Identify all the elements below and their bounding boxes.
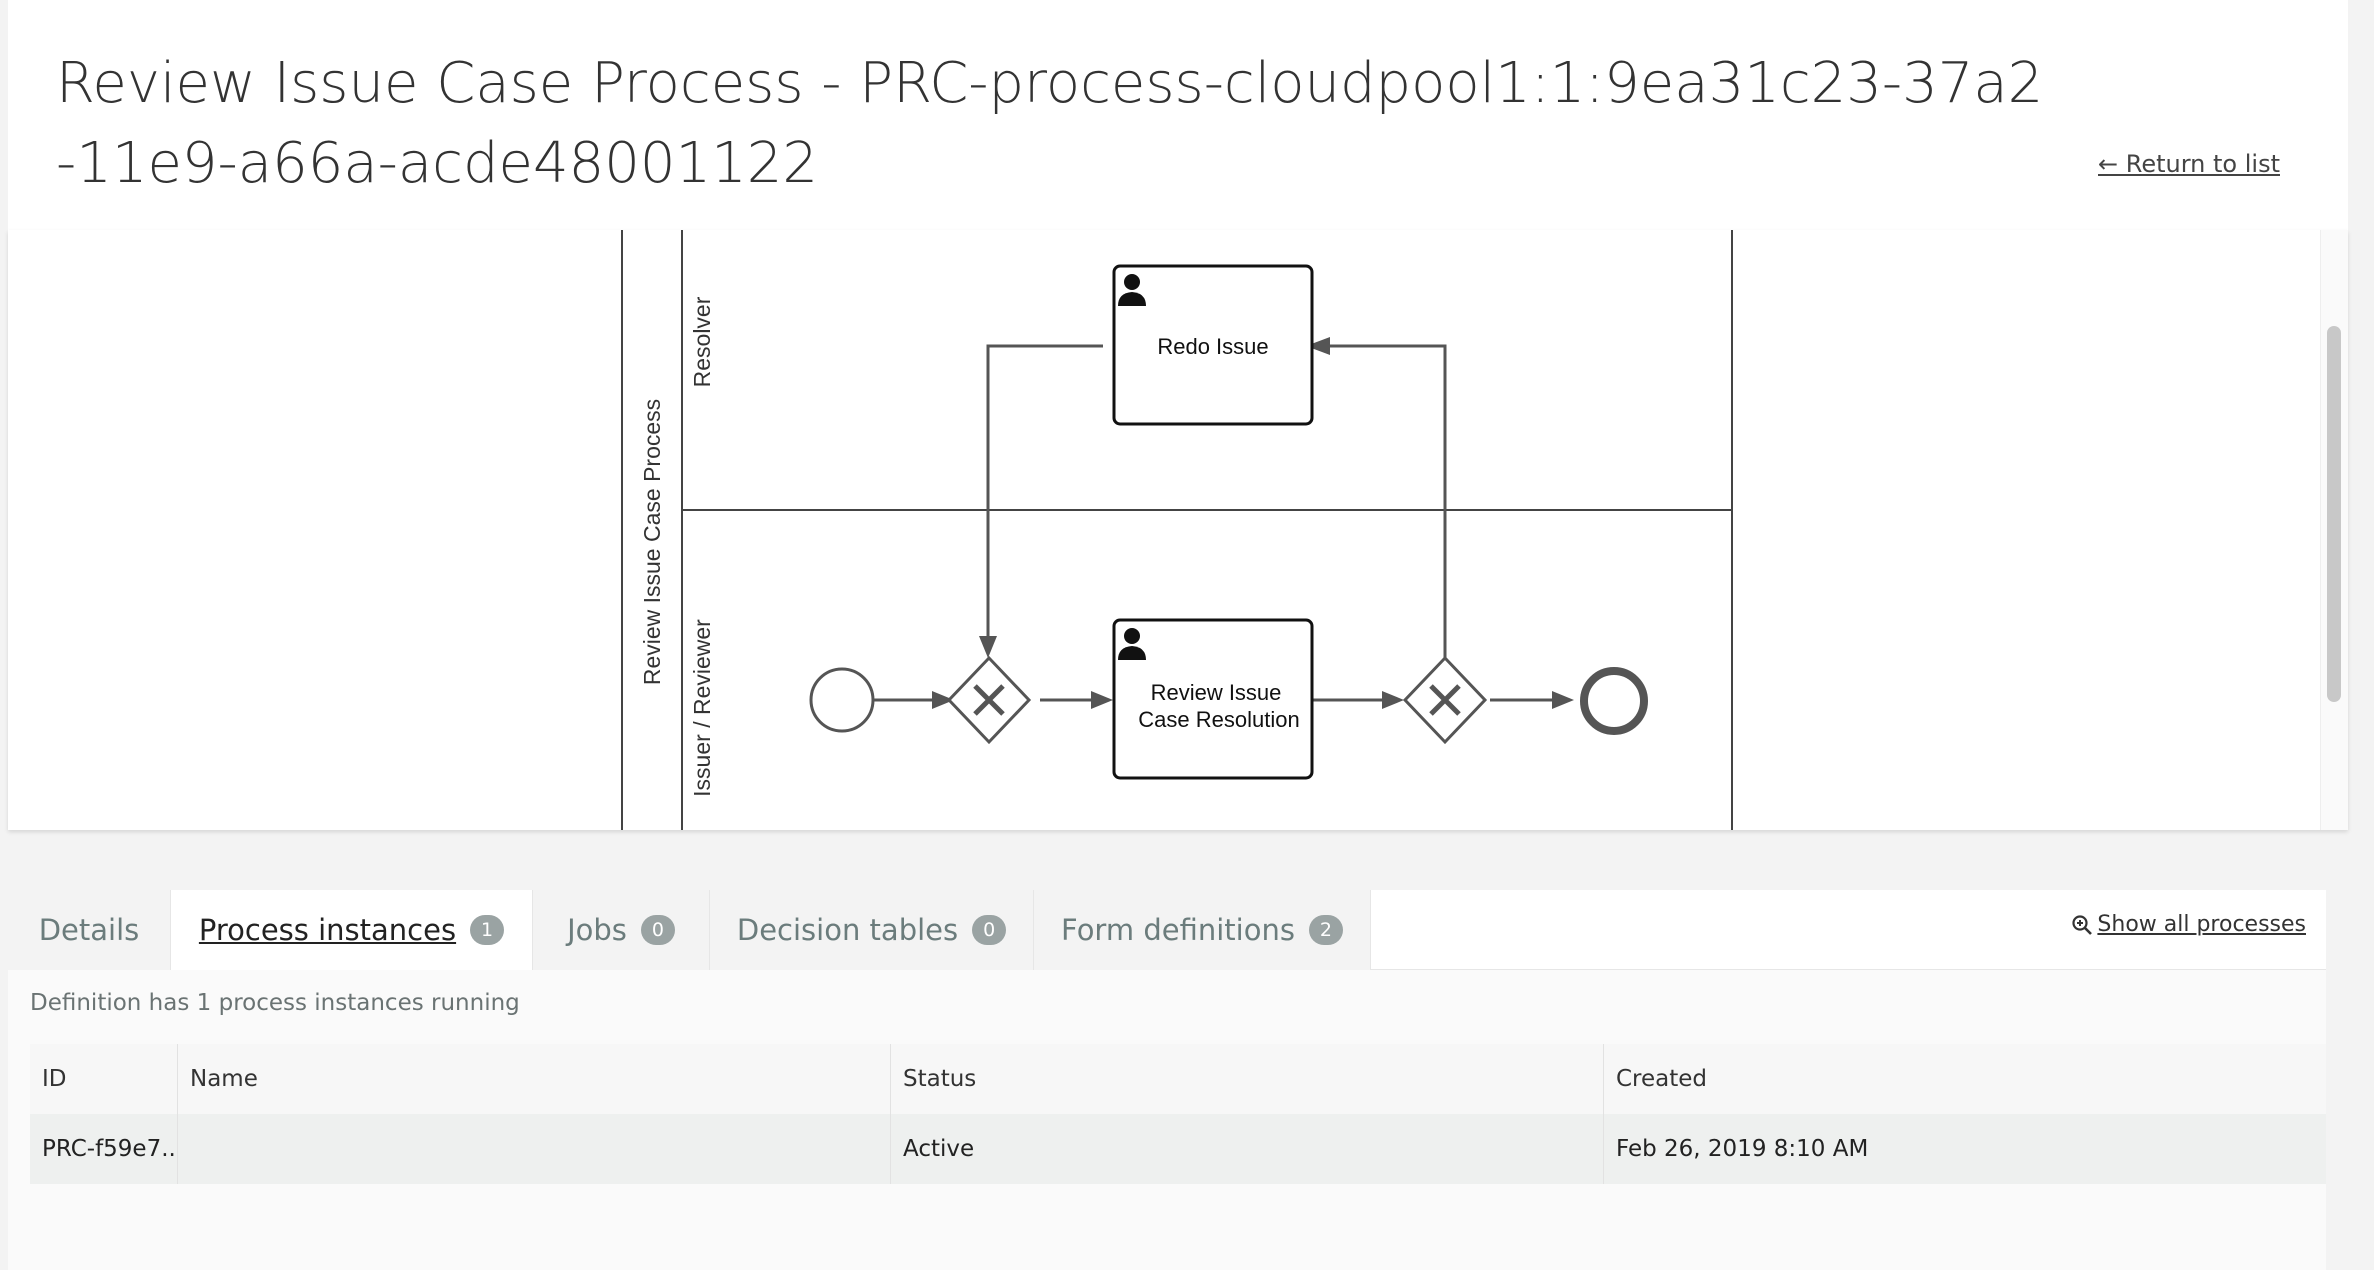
instances-summary: Definition has 1 process instances runni… bbox=[30, 990, 520, 1016]
pool-label: Review Issue Case Process bbox=[639, 399, 665, 685]
page-title: Review Issue Case Process - PRC-process-… bbox=[56, 51, 2044, 196]
header: Review Issue Case Process - PRC-process-… bbox=[8, 0, 2348, 230]
process-diagram: Review Issue Case Process Resolver Issue… bbox=[8, 230, 2348, 830]
tab-form-definitions[interactable]: Form definitions 2 bbox=[1034, 890, 1371, 970]
zoom-search-icon bbox=[2072, 914, 2093, 935]
task-label: Redo Issue bbox=[1157, 334, 1268, 359]
task-review-issue-case-resolution[interactable]: Review Issue Case Resolution bbox=[1112, 618, 1314, 780]
show-all-processes-link[interactable]: Show all processes bbox=[2071, 912, 2306, 937]
count-badge: 2 bbox=[1308, 915, 1343, 945]
tab-process-instances[interactable]: Process instances 1 bbox=[171, 890, 533, 970]
column-header-created[interactable]: Created bbox=[1616, 1066, 1708, 1092]
tabs-panel: Details Process instances 1 Jobs 0 Decis… bbox=[8, 890, 2326, 1270]
task-label-line1: Review Issue bbox=[1151, 680, 1282, 705]
tab-details[interactable]: Details bbox=[8, 890, 171, 970]
tab-label: Form definitions bbox=[1061, 913, 1295, 947]
tab-bar: Details Process instances 1 Jobs 0 Decis… bbox=[8, 890, 2326, 970]
tab-decision-tables[interactable]: Decision tables 0 bbox=[710, 890, 1034, 970]
tab-label: Process instances bbox=[198, 913, 457, 947]
column-header-name[interactable]: Name bbox=[178, 1044, 891, 1114]
tab-label: Details bbox=[38, 913, 140, 947]
count-badge: 1 bbox=[470, 915, 505, 945]
sequence-flows bbox=[874, 344, 1558, 702]
exclusive-gateway-2[interactable] bbox=[1402, 655, 1488, 745]
end-event[interactable] bbox=[1580, 667, 1648, 735]
return-to-list-link[interactable]: ← Return to list bbox=[2098, 150, 2280, 178]
tab-label: Decision tables bbox=[736, 913, 959, 947]
table-row[interactable]: PRC-f59e7... Active Feb 26, 2019 8:10 AM bbox=[30, 1114, 2326, 1184]
flow-arrowheads bbox=[932, 337, 1574, 709]
cell-status: Active bbox=[891, 1114, 1604, 1184]
start-event[interactable] bbox=[809, 667, 875, 733]
scrollbar-thumb[interactable] bbox=[2327, 326, 2341, 702]
count-badge: 0 bbox=[972, 915, 1007, 945]
bpmn-diagram: Review Issue Case Process Resolver Issue… bbox=[621, 230, 1733, 830]
lane-label-issuer-reviewer: Issuer / Reviewer bbox=[689, 619, 715, 797]
show-all-label: Show all processes bbox=[2097, 912, 2306, 937]
user-task-icon bbox=[1118, 628, 1146, 660]
count-badge: 0 bbox=[640, 915, 675, 945]
cell-name bbox=[178, 1114, 891, 1184]
cell-created: Feb 26, 2019 8:10 AM bbox=[1616, 1136, 1869, 1162]
column-header-status[interactable]: Status bbox=[891, 1044, 1604, 1114]
table-header: ID Name Status Created bbox=[30, 1044, 2326, 1114]
column-header-id[interactable]: ID bbox=[30, 1044, 178, 1114]
instances-table: ID Name Status Created PRC-f59e7... Acti… bbox=[30, 1044, 2326, 1184]
pool bbox=[621, 230, 1733, 830]
user-task-icon bbox=[1118, 274, 1146, 306]
exclusive-gateway-1[interactable] bbox=[946, 655, 1032, 745]
tab-label: Jobs bbox=[567, 913, 627, 947]
task-label-line2: Case Resolution bbox=[1138, 707, 1299, 732]
lane-label-resolver: Resolver bbox=[689, 296, 715, 387]
cell-id: PRC-f59e7... bbox=[30, 1114, 178, 1184]
task-redo-issue[interactable]: Redo Issue bbox=[1112, 264, 1314, 426]
tab-jobs[interactable]: Jobs 0 bbox=[533, 890, 710, 970]
diagram-scrollbar[interactable] bbox=[2320, 230, 2348, 830]
